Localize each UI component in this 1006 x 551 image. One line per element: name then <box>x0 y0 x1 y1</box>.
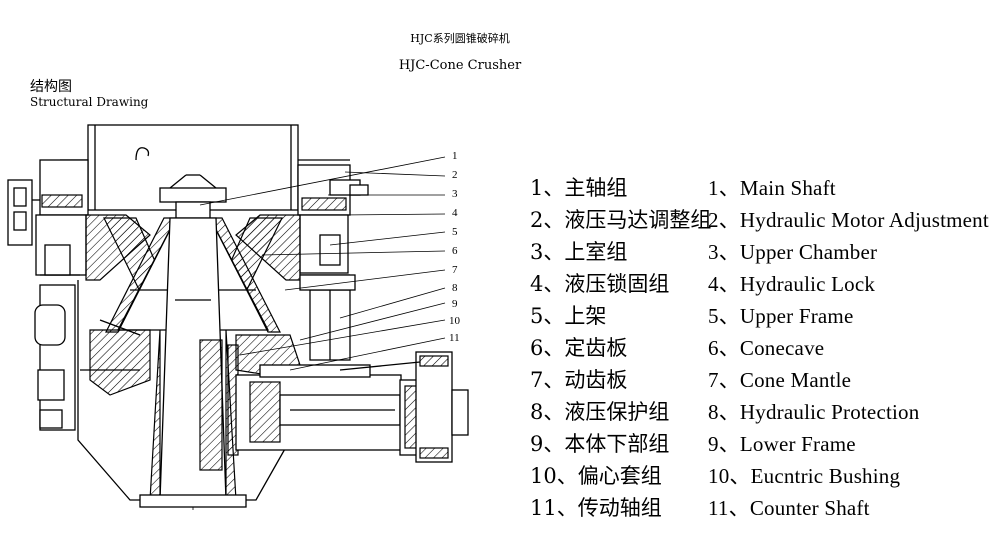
callout-6: 6 <box>452 245 458 257</box>
eccentric-bushing <box>199 339 239 471</box>
title-english: HJC-Cone Crusher <box>398 58 522 73</box>
legend-en: 4、Hydraulic Lock <box>708 272 876 296</box>
legend-en: 6、Conecave <box>708 336 825 360</box>
legend-en: 10、Eucntric Bushing <box>708 464 901 488</box>
legend-en: 1、Main Shaft <box>708 176 836 200</box>
legend-cn: 2、液压马达调整组 <box>530 208 712 232</box>
legend-cn: 7、动齿板 <box>530 368 628 392</box>
callout-1: 1 <box>452 150 458 162</box>
drawing-label-english: Structural Drawing <box>30 95 149 109</box>
callout-9: 9 <box>452 298 458 310</box>
counter-shaft <box>235 351 469 463</box>
legend-cn: 9、本体下部组 <box>530 432 670 456</box>
hydraulic-protection <box>299 274 356 361</box>
feed-plate <box>159 174 227 219</box>
legend-cn: 5、上架 <box>530 304 607 328</box>
callout-3: 3 <box>452 188 458 200</box>
callout-11: 11 <box>449 332 460 344</box>
legend-en: 7、Cone Mantle <box>708 368 852 392</box>
legend-en: 5、Upper Frame <box>708 304 854 328</box>
legend-en: 9、Lower Frame <box>708 432 856 456</box>
legend-en: 8、Hydraulic Protection <box>708 400 920 424</box>
legend-cn: 1、主轴组 <box>530 176 628 200</box>
legend-cn: 10、偏心套组 <box>530 464 662 488</box>
legend-cn: 4、液压锁固组 <box>530 272 670 296</box>
callout-7: 7 <box>452 264 458 276</box>
callout-leaders <box>199 156 446 371</box>
title-chinese: HJC系列圆锥破碎机 <box>410 32 510 45</box>
callout-2: 2 <box>452 169 458 181</box>
legend-cn: 6、定齿板 <box>530 336 628 360</box>
callout-5: 5 <box>452 226 458 238</box>
legend-cn: 3、上室组 <box>530 240 628 264</box>
legend-en: 11、Counter Shaft <box>708 496 870 520</box>
callout-8: 8 <box>452 282 458 294</box>
legend-en: 2、Hydraulic Motor Adjustment <box>708 208 989 232</box>
callout-4: 4 <box>452 207 458 219</box>
legend-en: 3、Upper Chamber <box>708 240 878 264</box>
legend-cn: 8、液压保护组 <box>530 400 670 424</box>
callout-10: 10 <box>449 315 460 327</box>
legend-cn: 11、传动轴组 <box>530 496 662 520</box>
drawing-label-chinese: 结构图 <box>30 79 72 95</box>
